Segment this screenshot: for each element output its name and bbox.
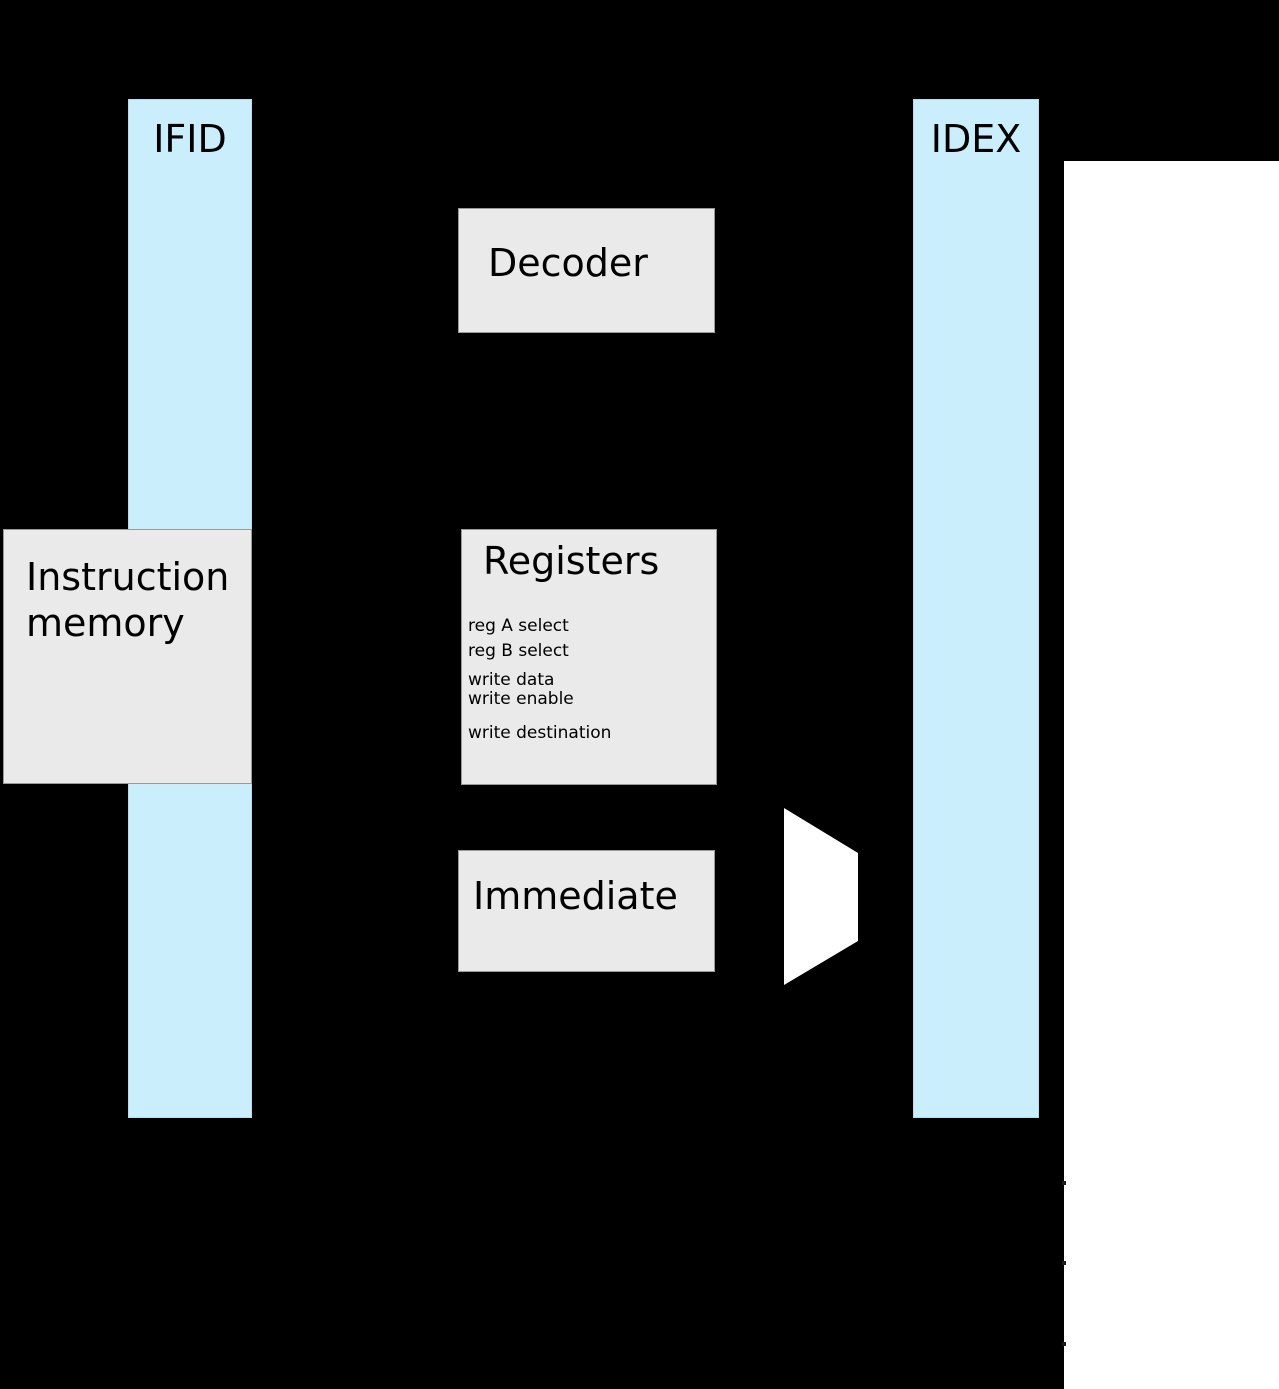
panel-edge-tick <box>1062 1261 1066 1265</box>
registers-port-reg-a-select: reg A select <box>468 616 569 636</box>
panel-edge-tick <box>1062 1342 1066 1346</box>
multiplexer-icon <box>784 808 858 985</box>
registers-port-write-enable: write enable <box>468 689 574 709</box>
block-instruction-memory-title: Instruction memory <box>26 555 230 645</box>
registers-port-reg-b-select: reg B select <box>468 641 569 661</box>
block-decoder: Decoder <box>458 208 715 333</box>
block-decoder-title: Decoder <box>488 241 648 285</box>
block-immediate-title: Immediate <box>473 874 678 918</box>
block-registers-title: Registers <box>483 539 660 583</box>
block-immediate: Immediate <box>458 850 715 972</box>
registers-port-write-data: write data <box>468 670 555 690</box>
pipeline-register-idex: IDEX <box>913 99 1039 1118</box>
block-registers: Registers reg A select reg B select writ… <box>461 529 717 785</box>
multiplexer-shape <box>784 808 860 985</box>
registers-port-write-destination: write destination <box>468 723 612 743</box>
pipeline-register-idex-label: IDEX <box>930 117 1022 161</box>
panel-edge-tick <box>1062 1181 1066 1185</box>
right-white-panel <box>1064 161 1279 1389</box>
pipeline-register-ifid-label: IFID <box>153 117 227 161</box>
block-instruction-memory: Instruction memory <box>3 529 252 784</box>
